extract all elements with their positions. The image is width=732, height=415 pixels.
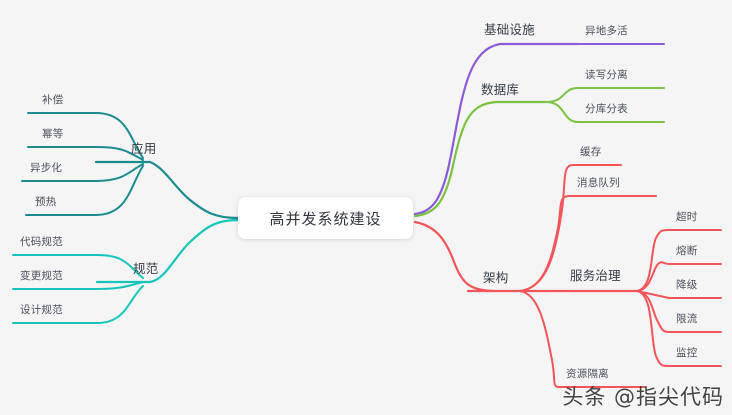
- leaf-line-read-write-split: [545, 87, 579, 103]
- leaf-label-yibuhua[interactable]: 异步化: [30, 162, 63, 174]
- leaf-label-code-standard[interactable]: 代码规范: [20, 236, 63, 248]
- leaf-label-timeout[interactable]: 超时: [676, 211, 698, 223]
- leaf-label-midengs[interactable]: 幂等: [42, 128, 64, 140]
- leaf-label-degradation[interactable]: 降级: [676, 279, 698, 291]
- branch-line-infrastructure: [413, 42, 580, 216]
- leaf-line-buchang: [95, 112, 144, 159]
- leaf-line-rate-limit: [636, 290, 670, 333]
- branch-line-architecture-trunk: [413, 220, 494, 293]
- branch-line-database-trunk: [413, 100, 548, 218]
- leaf-label-message-queue[interactable]: 消息队列: [577, 177, 620, 189]
- leaf-line-resource-isolation: [519, 290, 560, 388]
- leaf-line-yure: [95, 165, 144, 216]
- branch-application: [21, 112, 240, 220]
- leaf-label-design-standard[interactable]: 设计规范: [20, 304, 63, 316]
- leaf-line-circuit-breaker: [636, 261, 670, 292]
- leaf-line-message-queue: [519, 195, 571, 292]
- branch-label-infrastructure[interactable]: 基础设施: [484, 23, 535, 37]
- leaf-line-monitoring: [636, 290, 670, 367]
- leaf-label-sharding[interactable]: 分库分表: [585, 103, 628, 115]
- center-node-label: 高并发系统建设: [269, 210, 382, 228]
- leaf-line-timeout: [636, 229, 670, 292]
- leaf-label-buchang[interactable]: 补偿: [42, 94, 64, 106]
- branch-label-application[interactable]: 应用: [131, 142, 157, 156]
- branch-infrastructure: [413, 42, 665, 216]
- branch-line-application-trunk: [148, 160, 240, 220]
- leaf-line-design-standard: [96, 285, 144, 324]
- leaf-line-change-standard: [96, 281, 144, 290]
- leaf-line-yibuhua: [95, 163, 144, 182]
- branch-line-standards-trunk: [148, 218, 240, 284]
- leaf-label-monitoring[interactable]: 监控: [676, 347, 698, 359]
- watermark: 头条 @指尖代码: [562, 385, 724, 409]
- branch-label-database[interactable]: 数据库: [481, 83, 520, 97]
- leaf-line-code-standard: [96, 254, 144, 279]
- leaf-label-resource-isolation[interactable]: 资源隔离: [566, 368, 609, 380]
- leaf-label-cache[interactable]: 缓存: [580, 146, 602, 158]
- leaf-label-change-standard[interactable]: 变更规范: [20, 270, 63, 282]
- leaf-label-circuit-breaker[interactable]: 熔断: [676, 245, 698, 257]
- subbranch-label-service-governance[interactable]: 服务治理: [570, 269, 621, 283]
- branch-architecture: [413, 164, 722, 388]
- branch-label-standards[interactable]: 规范: [133, 262, 159, 276]
- leaf-label-rate-limit[interactable]: 限流: [676, 313, 698, 325]
- branch-label-architecture[interactable]: 架构: [483, 271, 509, 285]
- leaf-label-read-write-split[interactable]: 读写分离: [585, 69, 628, 81]
- center-node[interactable]: 高并发系统建设: [238, 197, 413, 239]
- leaf-label-yure[interactable]: 预热: [35, 196, 57, 208]
- leaf-line-midengs: [95, 146, 144, 161]
- leaf-line-cache: [519, 164, 574, 292]
- leaf-label-multi-site[interactable]: 异地多活: [585, 25, 628, 37]
- branch-database: [413, 87, 665, 218]
- leaf-line-sharding: [545, 101, 579, 123]
- branch-standards: [12, 218, 240, 324]
- subbranch-service-governance: [518, 229, 722, 367]
